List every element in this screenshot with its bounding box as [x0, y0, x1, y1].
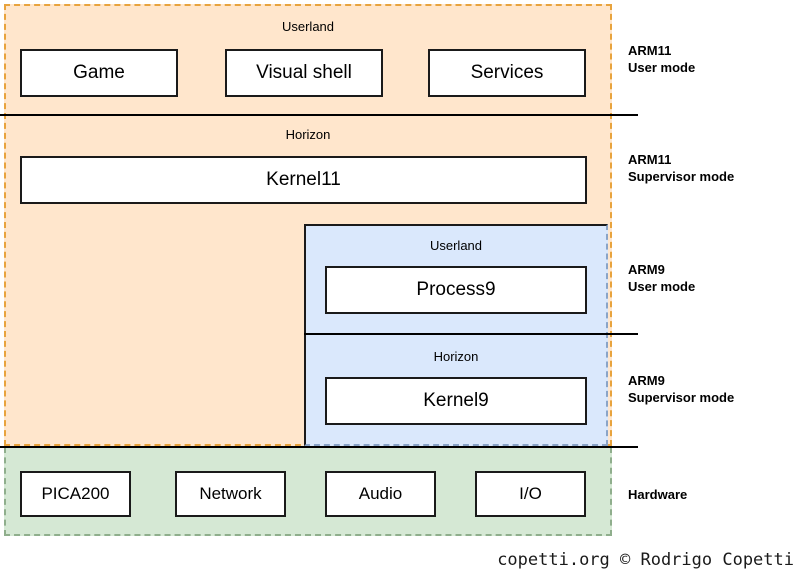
side-label-arm11-user: ARM11 User mode [628, 42, 695, 76]
side-label-hardware: Hardware [628, 486, 687, 503]
box-pica200[interactable]: PICA200 [20, 471, 131, 517]
side-label-arm11-supervisor-line2: Supervisor mode [628, 169, 735, 184]
divider-arm9-user-supervisor [304, 333, 638, 335]
box-kernel9[interactable]: Kernel9 [325, 377, 587, 425]
side-label-arm9-supervisor-line2: Supervisor mode [628, 390, 735, 405]
box-kernel11[interactable]: Kernel11 [20, 156, 587, 204]
side-label-arm11-user-line1: ARM11 [628, 43, 672, 58]
arm11-supervisor-caption: Horizon [285, 127, 331, 142]
box-audio[interactable]: Audio [325, 471, 436, 517]
credit-text: copetti.org © Rodrigo Copetti [497, 550, 794, 570]
divider-arm11-user-supervisor [0, 114, 638, 116]
arm11-user-caption: Userland [281, 19, 335, 34]
box-io[interactable]: I/O [475, 471, 586, 517]
side-label-arm9-user-line1: ARM9 [628, 262, 665, 277]
side-label-arm11-supervisor: ARM11 Supervisor mode [628, 151, 734, 185]
side-label-arm9-supervisor: ARM9 Supervisor mode [628, 372, 734, 406]
box-network[interactable]: Network [175, 471, 286, 517]
divider-software-hardware [0, 446, 638, 448]
box-visual-shell[interactable]: Visual shell [225, 49, 383, 97]
side-label-arm9-supervisor-line1: ARM9 [628, 373, 665, 388]
side-label-arm11-user-line2: User mode [628, 60, 696, 75]
side-label-arm9-user: ARM9 User mode [628, 261, 695, 295]
side-label-arm9-user-line2: User mode [628, 279, 696, 294]
box-services[interactable]: Services [428, 49, 586, 97]
side-label-hardware-line1: Hardware [628, 487, 688, 502]
box-process9[interactable]: Process9 [325, 266, 587, 314]
arm9-supervisor-caption: Horizon [433, 349, 479, 364]
box-game[interactable]: Game [20, 49, 178, 97]
arm9-user-caption: Userland [429, 238, 483, 253]
side-label-arm11-supervisor-line1: ARM11 [628, 152, 672, 167]
